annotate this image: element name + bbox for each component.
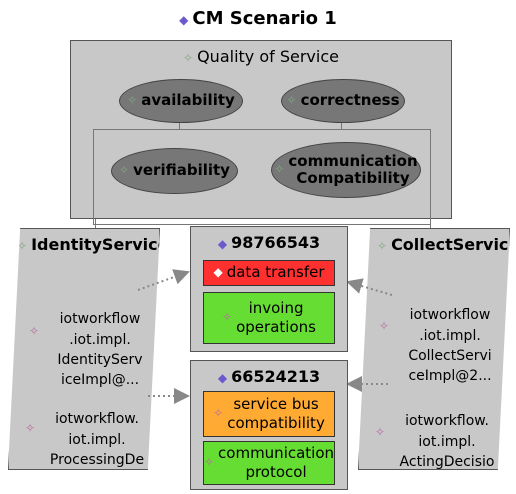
attribute-correctness: ✧correctness bbox=[281, 79, 405, 123]
component-box-98766543: ◆98766543 ◆data transfer ✧invoing operat… bbox=[190, 226, 348, 352]
diamond-icon: ✧ bbox=[119, 163, 130, 178]
connector-availability bbox=[179, 116, 180, 130]
identity-service-title: ✧IdentityService bbox=[17, 235, 169, 254]
diamond-icon: ✧ bbox=[375, 425, 386, 439]
collect-service-item: iotworkflow .iot.impl. CollectServi ceIm… bbox=[408, 307, 492, 385]
communication-protocol-item: ✧communication protocol bbox=[203, 441, 335, 485]
component-box-66524213: ◆66524213 ✧service bus compatibility ✧co… bbox=[190, 360, 348, 490]
diamond-icon: ✧ bbox=[127, 93, 138, 108]
quality-of-service-panel: ✧Quality of Service ✧availability ✧corre… bbox=[70, 40, 452, 225]
diamond-icon: ✧ bbox=[203, 455, 215, 470]
acting-decision-item: iotworkflow. iot.impl. ActingDecisio nSe… bbox=[396, 413, 498, 491]
quality-of-service-label: ✧Quality of Service bbox=[183, 47, 339, 66]
diamond-icon: ✧ bbox=[222, 310, 233, 325]
diamond-icon: ◆ bbox=[217, 237, 228, 251]
diamond-icon: ◆ bbox=[213, 265, 223, 280]
attribute-verifiability: ✧verifiability bbox=[111, 148, 238, 194]
diamond-icon: ✧ bbox=[213, 406, 224, 421]
attribute-communication-compatibility: ✧communication Compatibility bbox=[271, 142, 421, 198]
box-id-label: ◆66524213 bbox=[217, 367, 321, 386]
attribute-availability: ✧availability bbox=[119, 79, 243, 123]
service-bus-compatibility-item: ✧service bus compatibility bbox=[203, 391, 335, 437]
diamond-icon: ✧ bbox=[17, 239, 28, 253]
diamond-icon: ◆ bbox=[217, 371, 228, 385]
diamond-icon: ✧ bbox=[274, 162, 285, 177]
diamond-icon: ✧ bbox=[379, 319, 390, 333]
diamond-icon: ✧ bbox=[286, 93, 297, 108]
diagram-title: ◆CM Scenario 1 bbox=[179, 8, 337, 29]
box-id-label: ◆98766543 bbox=[217, 233, 321, 252]
processing-decision-item: iotworkflow. iot.impl. ProcessingDe cisi… bbox=[48, 411, 146, 489]
diamond-icon: ✧ bbox=[25, 421, 36, 435]
arrow-identity-to-box1 bbox=[137, 269, 190, 291]
collect-service-title: ✧CollectService bbox=[377, 235, 516, 254]
identity-service-panel: ✧IdentityService iotworkflow .iot.impl. … bbox=[8, 228, 160, 470]
data-transfer-item: ◆data transfer bbox=[203, 260, 335, 286]
connector-correctness bbox=[341, 116, 342, 130]
identity-service-item: iotworkflow .iot.impl. IdentityServ iceI… bbox=[57, 311, 143, 389]
attribute-group-box bbox=[93, 129, 431, 225]
diamond-icon: ✧ bbox=[29, 324, 40, 338]
diamond-icon: ◆ bbox=[179, 13, 189, 27]
diamond-icon: ✧ bbox=[377, 239, 388, 253]
arrow-collect-to-box1 bbox=[346, 278, 393, 296]
diamond-icon: ✧ bbox=[183, 51, 194, 65]
invoing-operations-item: ✧invoing operations bbox=[203, 292, 335, 344]
